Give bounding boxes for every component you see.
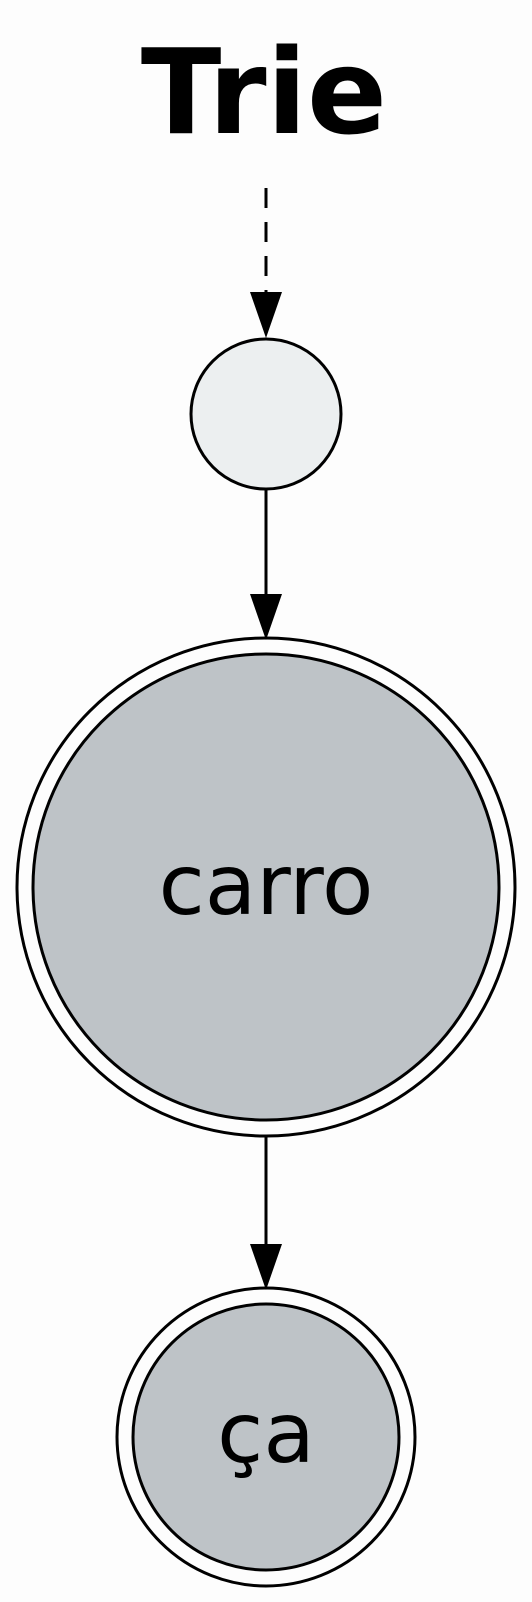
node-ca: ça — [115, 1286, 417, 1588]
node-label-ca: ça — [217, 1384, 315, 1482]
edge-carro-ca — [250, 1136, 282, 1290]
edge-root-carro — [250, 489, 282, 640]
arrowhead-icon — [250, 594, 282, 640]
edge-start-root — [250, 188, 282, 338]
arrowhead-icon — [250, 1244, 282, 1290]
node-label-carro: carro — [159, 836, 374, 934]
diagram-title: Trie — [141, 23, 387, 161]
node-root — [189, 337, 343, 491]
arrowhead-icon — [250, 292, 282, 338]
node-carro: carro — [15, 636, 517, 1138]
